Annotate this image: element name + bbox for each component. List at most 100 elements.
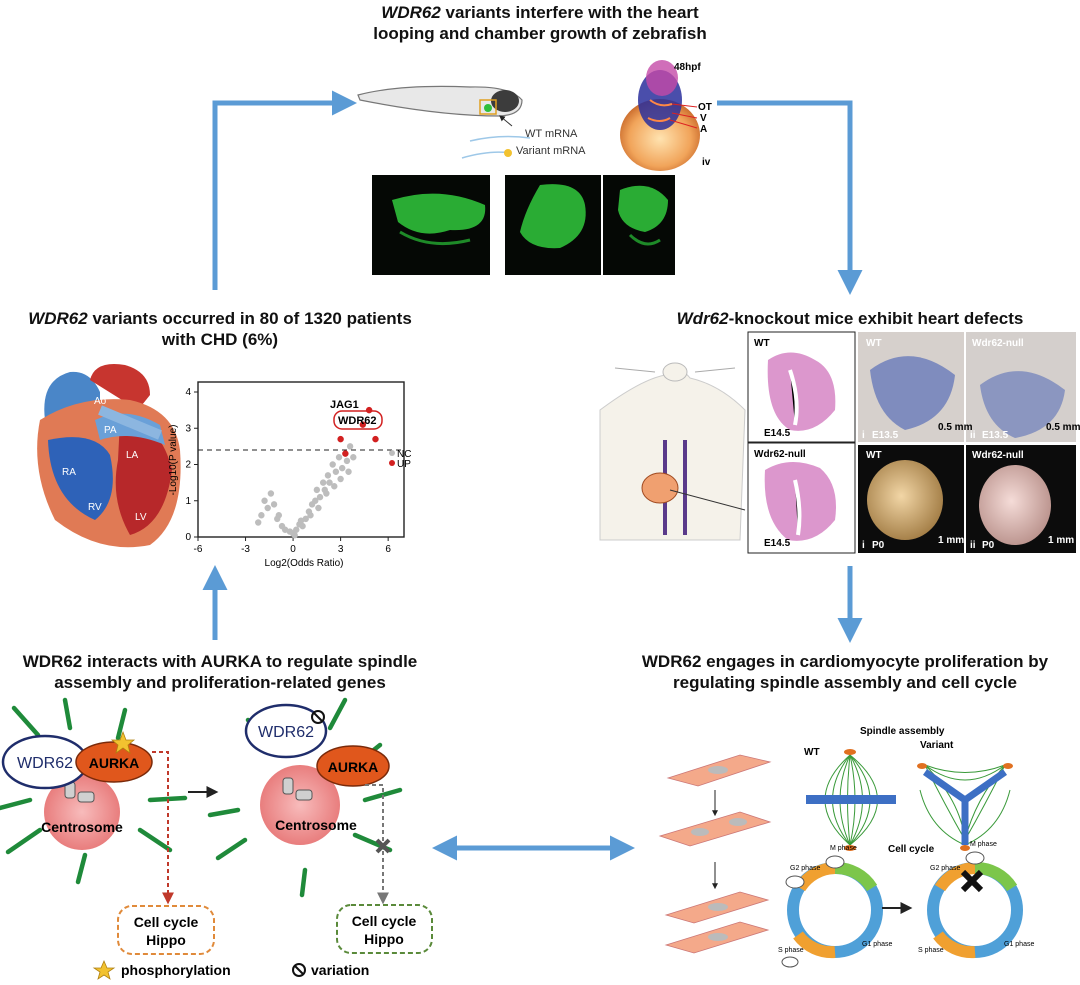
data-point-nc: [275, 512, 283, 519]
x-axis-label: Log2(Odds Ratio): [265, 558, 344, 569]
y-tick-label: 0: [185, 532, 191, 543]
micro-i-label: i: [862, 430, 865, 441]
x-tick-label: -6: [194, 544, 203, 555]
histo-wt-label: WT: [754, 338, 770, 349]
zebrafish-title-gene: WDR62: [381, 3, 441, 22]
legend-variation-icon: [292, 963, 306, 977]
jag1-annotation: JAG1: [330, 399, 359, 411]
mice-title: Wdr62-knockout mice exhibit heart defect…: [640, 308, 1060, 329]
spindle-title: Spindle assembly: [860, 726, 945, 737]
wdr62-highlight-box: [333, 410, 383, 430]
centrosome-label: Centrosome: [41, 819, 123, 835]
spindle-variant-label: Variant: [920, 740, 954, 751]
centriole-icon: [282, 777, 313, 801]
patients-title-gene: WDR62: [28, 309, 88, 328]
phosphorylation-star-icon: [110, 730, 136, 754]
data-point-nc: [331, 483, 338, 490]
data-point-nc: [326, 479, 333, 486]
data-point-up: [359, 421, 366, 428]
y-tick-label: 1: [185, 496, 191, 507]
data-point-nc: [299, 522, 306, 530]
data-point-nc: [258, 512, 265, 519]
legend-nc: NC: [397, 449, 411, 460]
ot-label: OT: [698, 102, 712, 113]
mice-title-gene: Wdr62: [676, 309, 729, 328]
zebrafish-title-rest: variants interfere with the heart: [440, 3, 699, 22]
aurka-oval-variant: [316, 745, 390, 787]
data-point-nc: [315, 504, 322, 512]
s-phase-label-2: S phase: [918, 947, 944, 954]
data-point-up: [342, 450, 349, 457]
aurka-interaction-diagram: [0, 697, 433, 980]
data-point-nc: [307, 512, 314, 519]
wdr62-annotation: WDR62: [338, 415, 377, 427]
g2-phase-label-2: G2 phase: [930, 865, 960, 872]
micro-e135-label-2: E13.5: [982, 430, 1009, 441]
data-point-nc: [291, 531, 298, 539]
data-point-nc: [345, 468, 352, 475]
s-phase-label-1: S phase: [778, 947, 804, 954]
data-point-nc: [337, 475, 344, 483]
y-axis-label: -Log10(P value): [168, 425, 179, 496]
y-tick-label: 2: [185, 460, 191, 471]
histo-e145-label-1: E14.5: [764, 428, 791, 439]
aurka-title-line1: WDR62 interacts with AURKA to regulate s…: [22, 652, 418, 671]
data-point-nc: [343, 457, 351, 465]
p0-null-label: Wdr62-null: [972, 450, 1024, 461]
scale-05-label-2: 0.5 mm: [1046, 422, 1080, 433]
data-point-up: [337, 435, 344, 443]
data-point-nc: [329, 461, 336, 468]
data-point-nc: [332, 468, 340, 475]
zebrafish-title: WDR62 variants interfere with the heart …: [300, 2, 780, 44]
la-label: LA: [126, 450, 139, 461]
x-tick-label: 6: [385, 544, 391, 555]
cellcycle-box-right: [336, 904, 433, 954]
data-point-nc: [297, 517, 305, 524]
data-point-nc: [267, 490, 275, 497]
g1-phase-label-2: G1 phase: [1004, 941, 1034, 948]
data-point-nc: [261, 497, 268, 504]
data-point-nc: [270, 501, 278, 508]
cellcycle-title: Cell cycle: [888, 844, 935, 855]
cell-cycle-wt: [781, 855, 883, 968]
data-point-up: [372, 435, 379, 443]
data-point-nc: [346, 443, 354, 450]
micro-e135-label-1: E13.5: [872, 430, 899, 441]
variant-mrna-label: Variant mRNA: [516, 145, 586, 157]
data-point-nc: [264, 504, 271, 512]
aurka-title-line2: assembly and proliferation-related genes: [54, 673, 386, 692]
data-point-nc: [323, 490, 330, 497]
p0-label-1: P0: [872, 540, 885, 551]
zebrafish-embryo: [607, 55, 717, 173]
zebrafish-fluorescence-images: [372, 175, 675, 275]
data-point-nc: [255, 519, 262, 526]
p0-ii-label: ii: [970, 540, 976, 551]
y-tick-label: 4: [185, 387, 191, 398]
cellcycle-label-left: Cell cycle: [134, 914, 199, 930]
mice-title-rest: -knockout mice exhibit heart defects: [728, 309, 1024, 328]
human-heart-illustration: [37, 364, 181, 548]
rv-label: RV: [88, 502, 102, 513]
blocked-x-icon: [375, 838, 391, 854]
y-tick-label: 3: [185, 423, 191, 434]
spindle-wt: [806, 749, 896, 851]
wt-mrna-label: WT mRNA: [525, 128, 578, 140]
scale-1-label-2: 1 mm: [1048, 535, 1074, 546]
scale-05-label-1: 0.5 mm: [938, 422, 973, 433]
cellcycle-box-left: [117, 905, 215, 955]
m-phase-label-2: M phase: [970, 841, 997, 848]
spindle-wt-label: WT: [804, 747, 820, 758]
legend-star-icon: [92, 959, 116, 980]
cardio-title-line2: regulating spindle assembly and cell cyc…: [673, 673, 1017, 692]
micro-wt-label: WT: [866, 338, 882, 349]
pa-label: PA: [104, 425, 117, 436]
stage-label: 48hpf: [674, 62, 701, 73]
wdr62-label: WDR62: [17, 755, 73, 772]
g2-phase-label-1: G2 phase: [790, 865, 820, 872]
x-tick-label: 0: [290, 544, 296, 555]
zebrafish-larva: [357, 85, 531, 159]
arrow-zebrafish-to-mice: [712, 100, 863, 295]
data-point-nc: [339, 464, 346, 472]
